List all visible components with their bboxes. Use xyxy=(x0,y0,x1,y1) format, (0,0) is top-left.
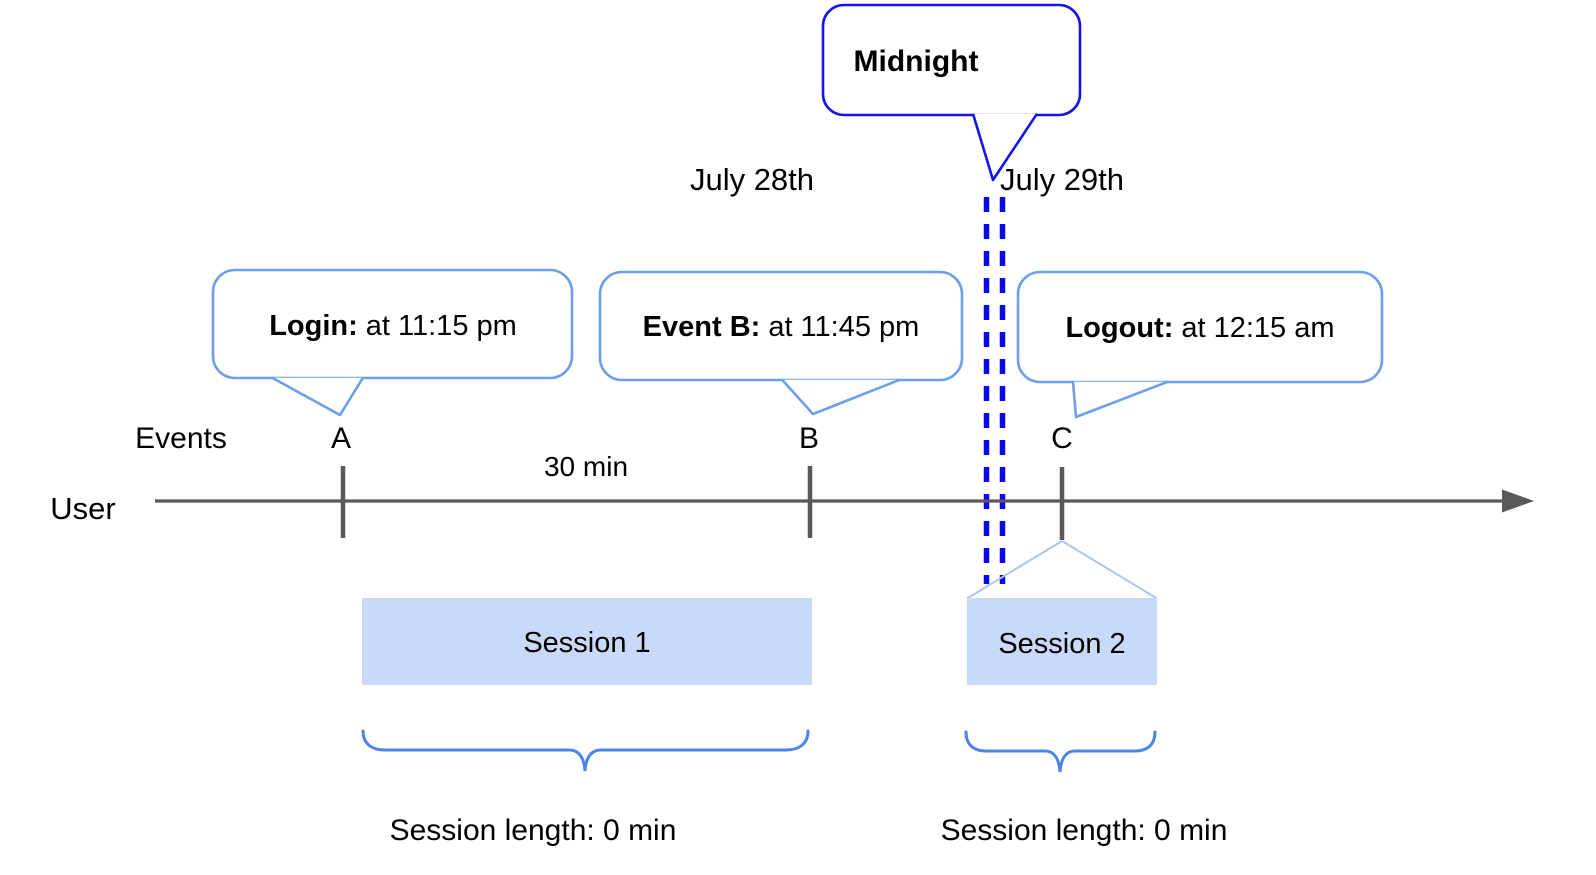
timeline-arrowhead-icon xyxy=(1502,489,1534,513)
session-1-box xyxy=(362,598,812,685)
session-1-label: Session 1 xyxy=(523,627,650,659)
event-b-callout-bubble xyxy=(598,270,964,382)
login-callout: Login:at 11:15 pm xyxy=(211,268,574,417)
event-b-callout-text: Event B:at 11:45 pm xyxy=(643,311,920,343)
event-marker-b: B xyxy=(799,422,819,455)
event-b-callout-tail xyxy=(781,378,901,416)
session-2-box xyxy=(967,598,1157,685)
logout-callout-tail xyxy=(1071,380,1169,419)
events-axis-label: Events xyxy=(135,422,227,455)
date-label-july-29: July 29th xyxy=(1000,162,1124,197)
midnight-callout-bubble xyxy=(821,3,1082,117)
logout-callout-text: Logout:at 12:15 am xyxy=(1065,312,1334,344)
login-callout-tail xyxy=(271,376,365,417)
logout-callout: Logout:at 12:15 am xyxy=(1016,270,1384,419)
session-1-brace xyxy=(361,729,810,772)
midnight-label: Midnight xyxy=(854,45,979,78)
midnight-callout: Midnight xyxy=(821,3,1082,182)
login-callout-bubble xyxy=(211,268,574,380)
event-marker-c: C xyxy=(1051,422,1073,455)
session-2-label: Session 2 xyxy=(998,628,1125,660)
event-b-callout: Event B:at 11:45 pm xyxy=(598,270,964,416)
session-2-length-label: Session length: 0 min xyxy=(941,814,1228,847)
midnight-callout-tail xyxy=(971,112,1039,182)
logout-callout-bubble xyxy=(1016,270,1384,384)
interval-label: 30 min xyxy=(544,451,628,482)
date-label-july-28: July 28th xyxy=(690,162,814,197)
session-2-brace xyxy=(964,730,1157,773)
session-2-funnel-left xyxy=(966,540,1063,600)
event-marker-a: A xyxy=(331,422,351,455)
login-callout-text: Login:at 11:15 pm xyxy=(269,310,517,342)
user-label: User xyxy=(50,491,115,526)
session-2-funnel-right xyxy=(1061,540,1158,600)
session-1-length-label: Session length: 0 min xyxy=(390,814,677,847)
